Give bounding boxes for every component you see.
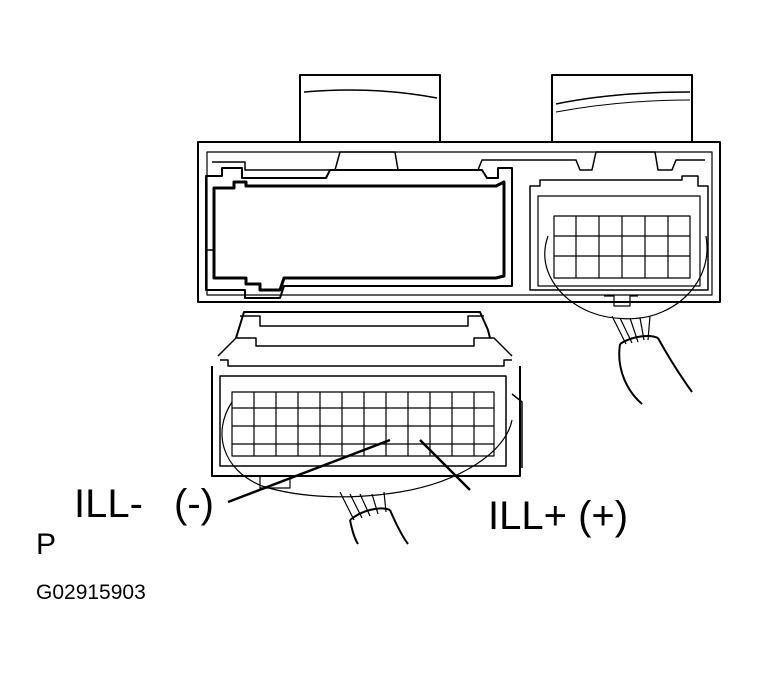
top-latch-right [551, 74, 693, 143]
ill-plus-leader [419, 439, 471, 491]
upper-right-pin-grid [553, 215, 691, 279]
connector-code-label: P [36, 528, 57, 561]
ill-minus-leader [227, 438, 391, 504]
lower-pin-grid [231, 391, 495, 457]
lower-connector-housing [211, 311, 523, 489]
upper-right-harness [544, 235, 708, 405]
top-latch-left [299, 74, 441, 143]
lower-harness [221, 401, 513, 545]
upper-left-socket [205, 167, 513, 299]
ill-plus-label: ILL+ (+) [488, 494, 629, 538]
upper-right-socket [529, 175, 709, 307]
figure-code: G02915903 [36, 581, 146, 604]
ill-minus-label: ILL- [74, 482, 143, 526]
ill-minus-polarity-label: (-) [174, 482, 214, 526]
